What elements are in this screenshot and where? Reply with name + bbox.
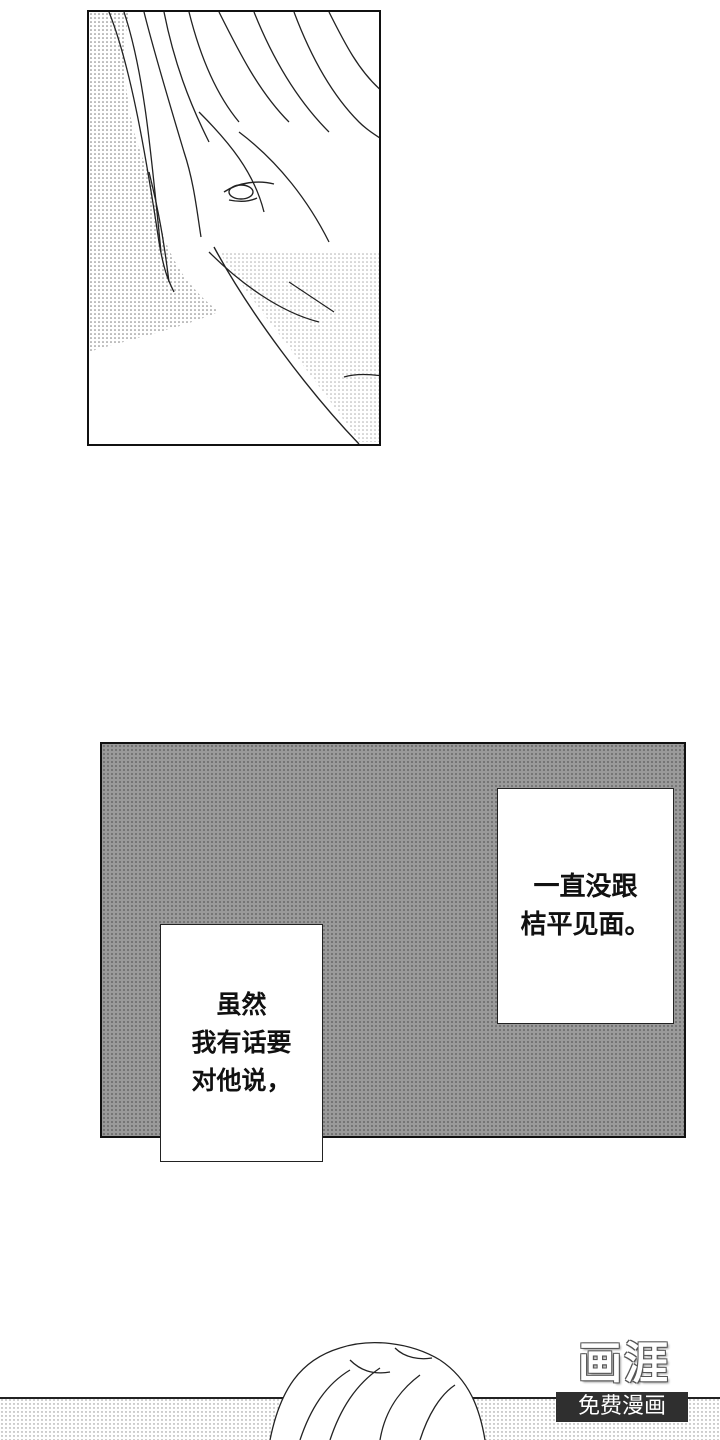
face-panel [87,10,381,446]
caption-line: 桔平见面。 [520,910,651,940]
face-illustration [89,12,379,444]
caption-line: 对他说， [191,1066,292,1095]
caption-line: 我有话要 [191,1028,292,1057]
caption-box-left: 虽然 我有话要 对他说， [160,924,323,1162]
caption-left-text: 虽然 我有话要 对他说， [191,986,291,1100]
watermark-label: 免费漫画 [556,1392,688,1422]
caption-box-right: 一直没跟 桔平见面。 [497,788,674,1024]
watermark-logo: 画涯 [578,1338,670,1389]
caption-right-text: 一直没跟 桔平见面。 [520,868,650,944]
caption-line: 一直没跟 [533,872,638,902]
watermark: 画涯 免费漫画 [548,1336,698,1426]
caption-line: 虽然 [216,990,267,1019]
